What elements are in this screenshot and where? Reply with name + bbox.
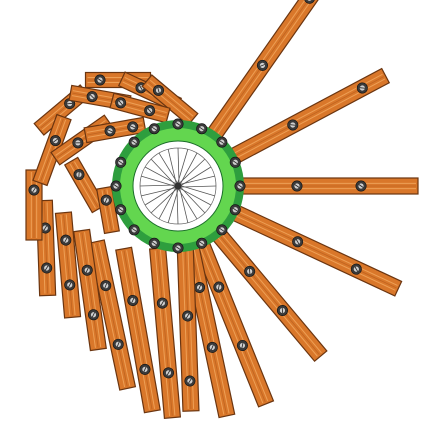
bolt-icon (230, 205, 240, 215)
bolt-icon (116, 205, 126, 215)
bolt-icon (182, 311, 193, 322)
bolt-icon (116, 157, 126, 167)
bolt-icon (29, 185, 39, 195)
bolt-icon (292, 181, 302, 191)
wheel-hub[interactable] (111, 119, 245, 253)
bolt-icon (197, 238, 207, 248)
bolt-icon (173, 243, 183, 253)
plank-12[interactable] (55, 212, 80, 318)
bolt-icon (149, 238, 159, 248)
bolt-icon (173, 119, 183, 129)
bolt-icon (356, 181, 366, 191)
bolt-icon (185, 376, 196, 387)
bolt-icon (217, 225, 227, 235)
bolt-icon (217, 137, 227, 147)
bolt-icon (129, 137, 139, 147)
bolt-icon (235, 181, 245, 191)
plank-2[interactable] (240, 178, 418, 194)
bolt-icon (197, 124, 207, 134)
bolt-icon (230, 157, 240, 167)
bolt-icon (149, 124, 159, 134)
plank-0[interactable] (203, 0, 334, 146)
hub-center-icon (175, 183, 182, 190)
bolt-icon (111, 181, 121, 191)
bolt-icon (41, 263, 52, 274)
bolt-icon (95, 75, 105, 85)
bolt-icon (129, 225, 139, 235)
